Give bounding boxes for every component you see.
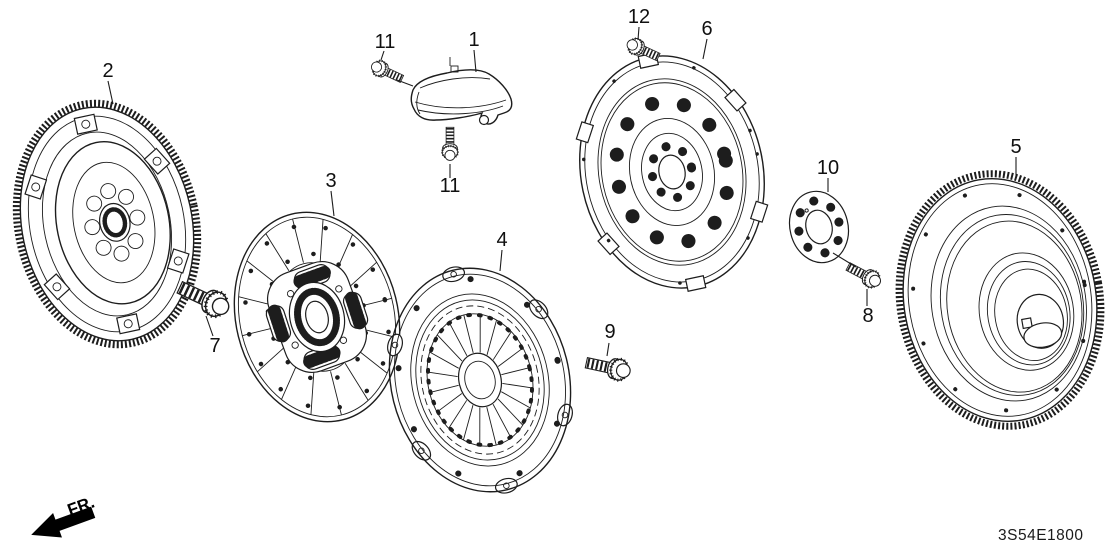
callout-6: 6 bbox=[701, 18, 712, 40]
bolt-11-upper bbox=[369, 58, 406, 86]
diagram-code: 3S54E1800 bbox=[998, 527, 1084, 544]
bolt-9 bbox=[584, 352, 632, 382]
clutch-disc-drawing bbox=[233, 211, 401, 423]
callout-11-upper: 11 bbox=[375, 31, 396, 53]
callout-10: 10 bbox=[817, 157, 839, 179]
clutch-cover-drawing bbox=[410, 57, 513, 126]
bolt-11-lower bbox=[442, 127, 458, 160]
leader-lines bbox=[107, 26, 1017, 357]
torque-converter-drawing bbox=[895, 170, 1105, 430]
fr-direction-arrow bbox=[31, 506, 96, 538]
drive-plate-drawing bbox=[575, 52, 769, 292]
fr-arrow-icon bbox=[31, 506, 96, 538]
callout-8: 8 bbox=[862, 305, 873, 327]
callout-3: 3 bbox=[325, 170, 336, 192]
callout-12: 12 bbox=[628, 6, 650, 28]
callout-5: 5 bbox=[1010, 136, 1021, 158]
callout-1: 1 bbox=[468, 29, 479, 51]
callout-9: 9 bbox=[604, 321, 615, 343]
callout-7: 7 bbox=[209, 335, 220, 357]
washer-plate-drawing bbox=[788, 190, 850, 264]
callout-4: 4 bbox=[496, 229, 507, 251]
callout-11-lower: 11 bbox=[440, 175, 461, 197]
callout-2: 2 bbox=[102, 60, 113, 82]
pressure-plate-drawing bbox=[387, 266, 573, 494]
flywheel-drawing bbox=[12, 99, 202, 349]
